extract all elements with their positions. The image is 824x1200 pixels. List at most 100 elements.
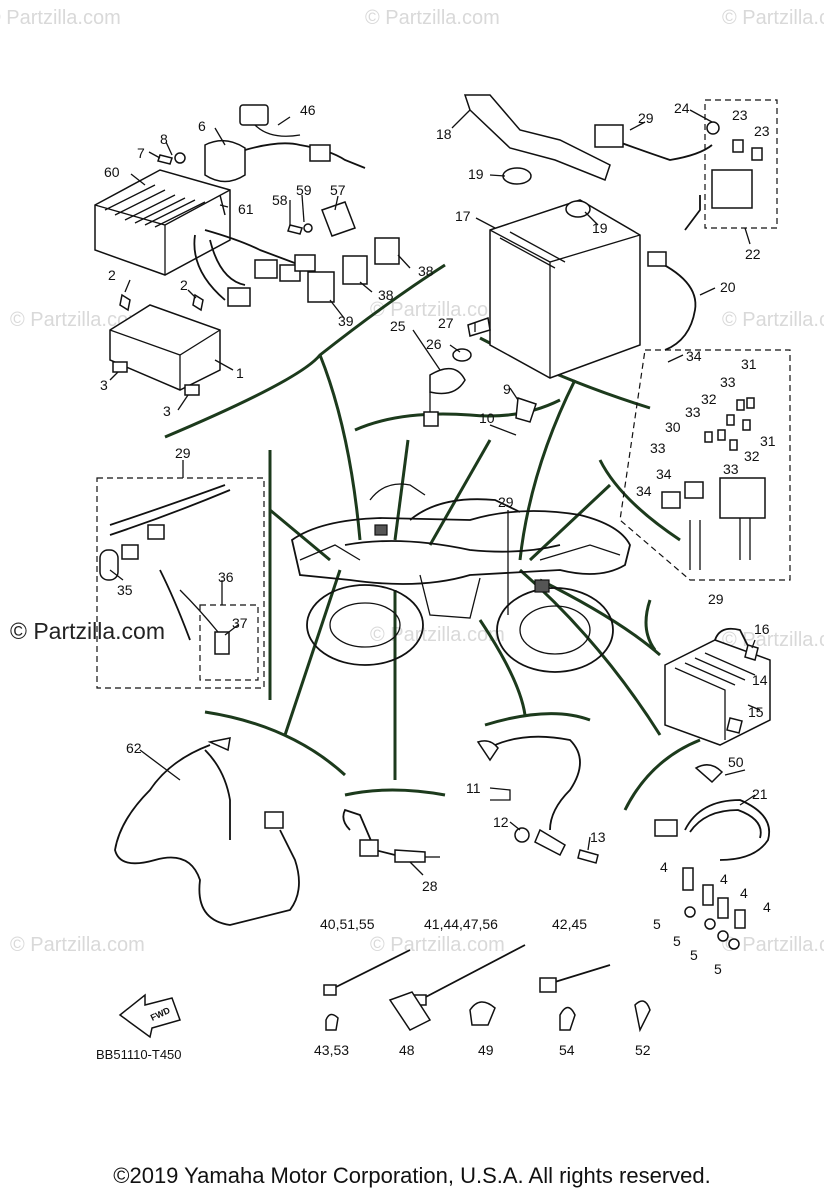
callout-5: 5 [673,933,681,949]
callout-4: 4 [763,899,771,915]
callout-10: 10 [479,410,495,426]
leader-line [478,619,527,716]
leader-line [283,569,342,736]
callout-2: 2 [108,267,116,283]
washer-part-8 [174,152,186,164]
sensor [534,828,566,857]
fuse-box [719,477,766,519]
callout-34: 34 [636,483,652,499]
main-switch-part-25 [429,367,466,395]
damper-part-3 [184,384,200,396]
damper-part-3 [112,361,128,373]
callout-34: 34 [686,348,702,364]
callout-5: 5 [653,916,661,932]
callout-29: 29 [175,445,191,461]
watermark: © Partzilla.com [370,299,505,321]
clamp-part-54 [559,1006,576,1031]
connector [423,411,439,427]
fuse-part-33 [717,429,726,441]
callout-33: 33 [685,404,701,420]
clip-part-48 [388,991,432,1031]
callout-19: 19 [468,166,484,182]
harness [109,489,231,536]
callout-36: 36 [218,569,234,585]
watermark: © Partzilla.com [10,934,145,956]
section-border-bottom-right [623,738,701,811]
copyright-notice: ©2019 Yamaha Motor Corporation, U.S.A. A… [113,1163,711,1188]
connector [227,287,251,307]
callout-3: 3 [163,403,171,419]
callout-19: 19 [592,220,608,236]
watermark: © Partzilla.com [10,309,145,331]
callout-34: 34 [656,466,672,482]
callout-17: 17 [455,208,471,224]
fuse-part-33 [736,399,745,411]
connector [294,254,316,272]
callout-54: 54 [559,1042,575,1058]
wire-harness [193,234,226,301]
callout-20: 20 [720,279,736,295]
callout-3: 3 [100,377,108,393]
watermark: © Partzilla.com [370,934,505,956]
callout-62: 62 [126,740,142,756]
clamp-part-52 [634,1000,651,1033]
bolt-part-58 [287,224,303,235]
terminal [207,737,231,752]
fuse-part-34 [684,481,704,499]
callout-38: 38 [418,263,434,279]
plug-cap [239,104,269,126]
callout-46: 46 [300,102,316,118]
washer-part-59 [303,223,313,233]
callout-30: 30 [665,419,681,435]
callout-29: 29 [638,110,654,126]
callout-25: 25 [390,318,406,334]
relay-part-38 [342,255,368,285]
washer-part-5 [704,918,716,930]
clip-part-49 [469,1001,496,1026]
switch-part-9 [515,396,537,423]
connector [359,839,379,857]
harness-area-box-29 [96,477,265,689]
tie-head [323,984,337,996]
harness [109,484,226,526]
fuse-holder [594,124,624,148]
fuse-part-31 [742,419,751,431]
callout-15: 15 [748,704,764,720]
sender-part-4 [734,909,746,929]
sender-part-4 [717,897,729,919]
callout-12: 12 [493,814,509,830]
cover-part-35 [99,549,119,581]
ecu-part-60 [94,169,231,276]
callout-57: 57 [330,182,346,198]
callout-39: 39 [338,313,354,329]
wire-harness [209,239,246,286]
callout-52: 52 [635,1042,651,1058]
o-ring-part-12 [514,827,530,843]
label-leaders [109,109,761,876]
callout-group-42: 42,45 [552,916,588,932]
callout-14: 14 [752,672,768,688]
callout-28: 28 [422,878,438,894]
callout-11: 11 [466,780,481,796]
callout-8: 8 [160,131,168,147]
connector [147,524,165,540]
cable-tie-41 [419,944,526,1001]
callout-4: 4 [720,871,728,887]
watermark-inline: © Partzilla.com [10,618,165,644]
washer-part-5 [728,938,740,950]
washer-part-5 [717,930,729,942]
key-part-27 [467,316,491,337]
connector [654,819,678,837]
callout-33: 33 [650,440,666,456]
connector [264,811,284,829]
nut-part-26 [452,348,472,362]
callout-group-40: 40,51,55 [320,916,375,932]
wire [342,808,396,856]
callout-group-41: 41,44,47,56 [424,916,498,932]
callout-33: 33 [720,374,736,390]
washer-part-5 [684,906,696,918]
cable-tie-40 [329,949,411,991]
callout-38: 38 [378,287,394,303]
watermark: © Partzilla.com [0,7,121,29]
